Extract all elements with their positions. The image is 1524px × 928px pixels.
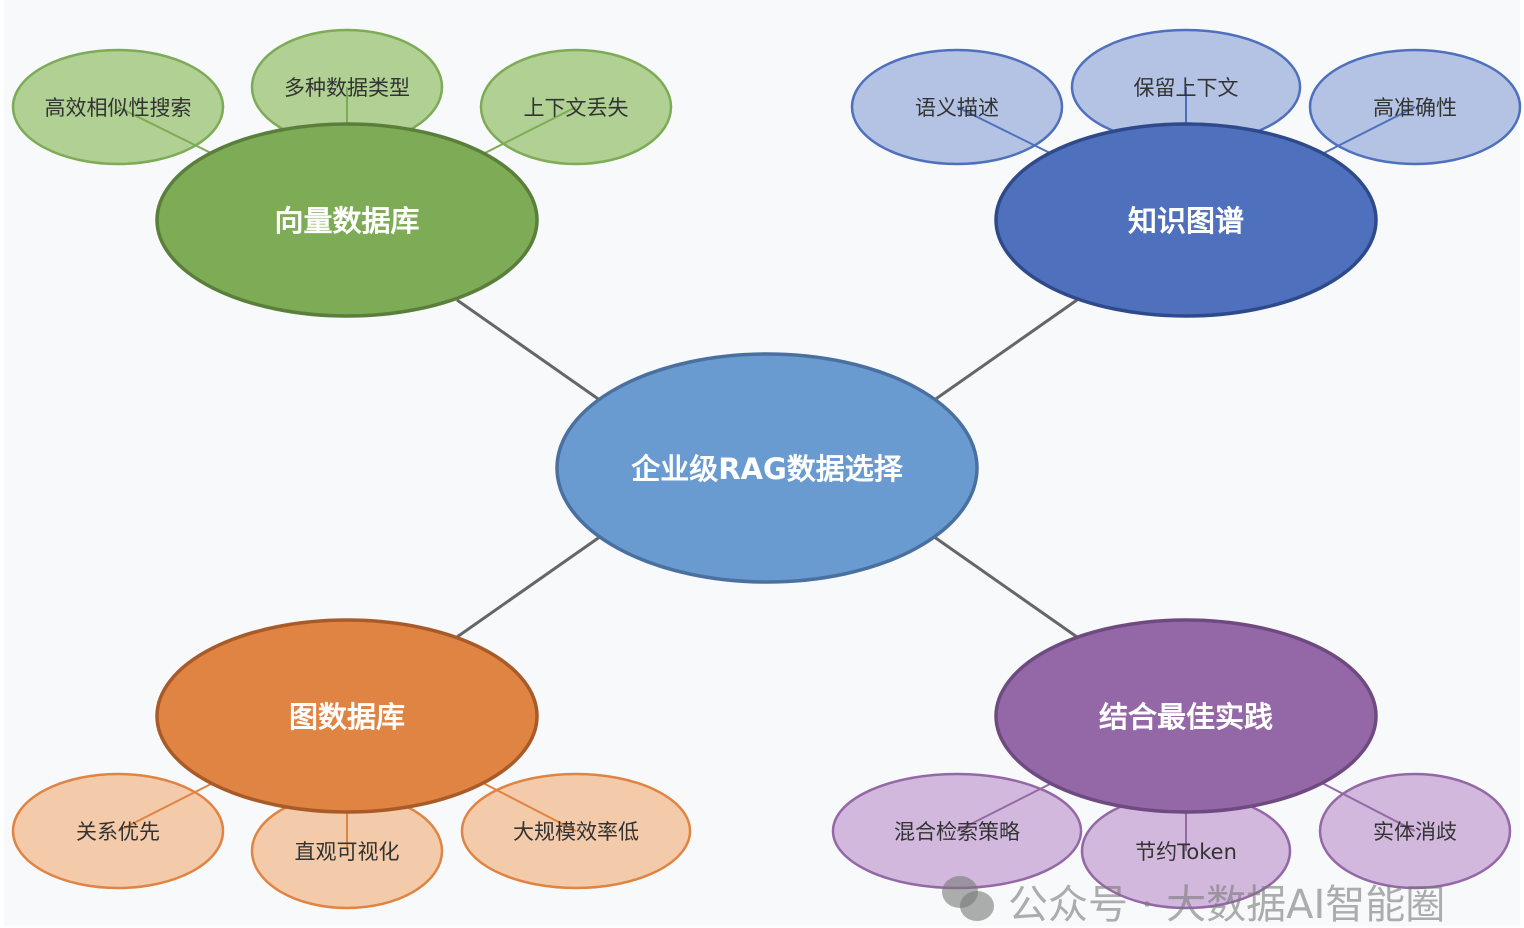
- branch-node: [994, 618, 1378, 814]
- branch-connector: [919, 298, 1078, 412]
- child-connector: [117, 106, 214, 155]
- branch-node: [994, 122, 1378, 318]
- child-node-label: 实体消歧: [1373, 820, 1457, 844]
- branch-connector: [456, 525, 615, 639]
- child-connector: [956, 782, 1053, 832]
- child-connector: [1321, 782, 1416, 832]
- child-node-label: 高效相似性搜索: [45, 96, 192, 120]
- branch-connector: [456, 298, 615, 412]
- child-node-label: 节约Token: [1135, 840, 1237, 864]
- child-node-label: 上下文丢失: [524, 96, 629, 120]
- child-node-label: 保留上下文: [1134, 76, 1239, 100]
- child-node-label: 语义描述: [915, 96, 999, 120]
- branch-node-label: 结合最佳实践: [1099, 700, 1273, 734]
- child-connector: [482, 782, 577, 832]
- child-connector: [1321, 106, 1416, 155]
- branch-node-label: 知识图谱: [1128, 204, 1244, 238]
- child-node-label: 关系优先: [76, 820, 160, 844]
- branch-node-label: 向量数据库: [274, 204, 419, 238]
- watermark-text: 公众号 · 大数据AI智能圈: [1008, 882, 1445, 928]
- branch-connector: [919, 525, 1078, 639]
- branch-node: [155, 618, 539, 814]
- wechat-icon: [942, 876, 994, 921]
- center-node: [555, 352, 979, 584]
- child-connector: [956, 106, 1053, 155]
- center-node-label: 企业级RAG数据选择: [631, 452, 904, 486]
- child-node-label: 高准确性: [1373, 96, 1457, 120]
- child-node-label: 直观可视化: [295, 840, 400, 864]
- child-connector: [117, 782, 214, 832]
- branch-node-label: 图数据库: [289, 700, 405, 734]
- child-node-label: 多种数据类型: [284, 76, 410, 100]
- child-connector: [482, 106, 577, 155]
- child-node-label: 大规模效率低: [513, 820, 639, 844]
- branch-node: [155, 122, 539, 318]
- child-node-label: 混合检索策略: [894, 820, 1020, 844]
